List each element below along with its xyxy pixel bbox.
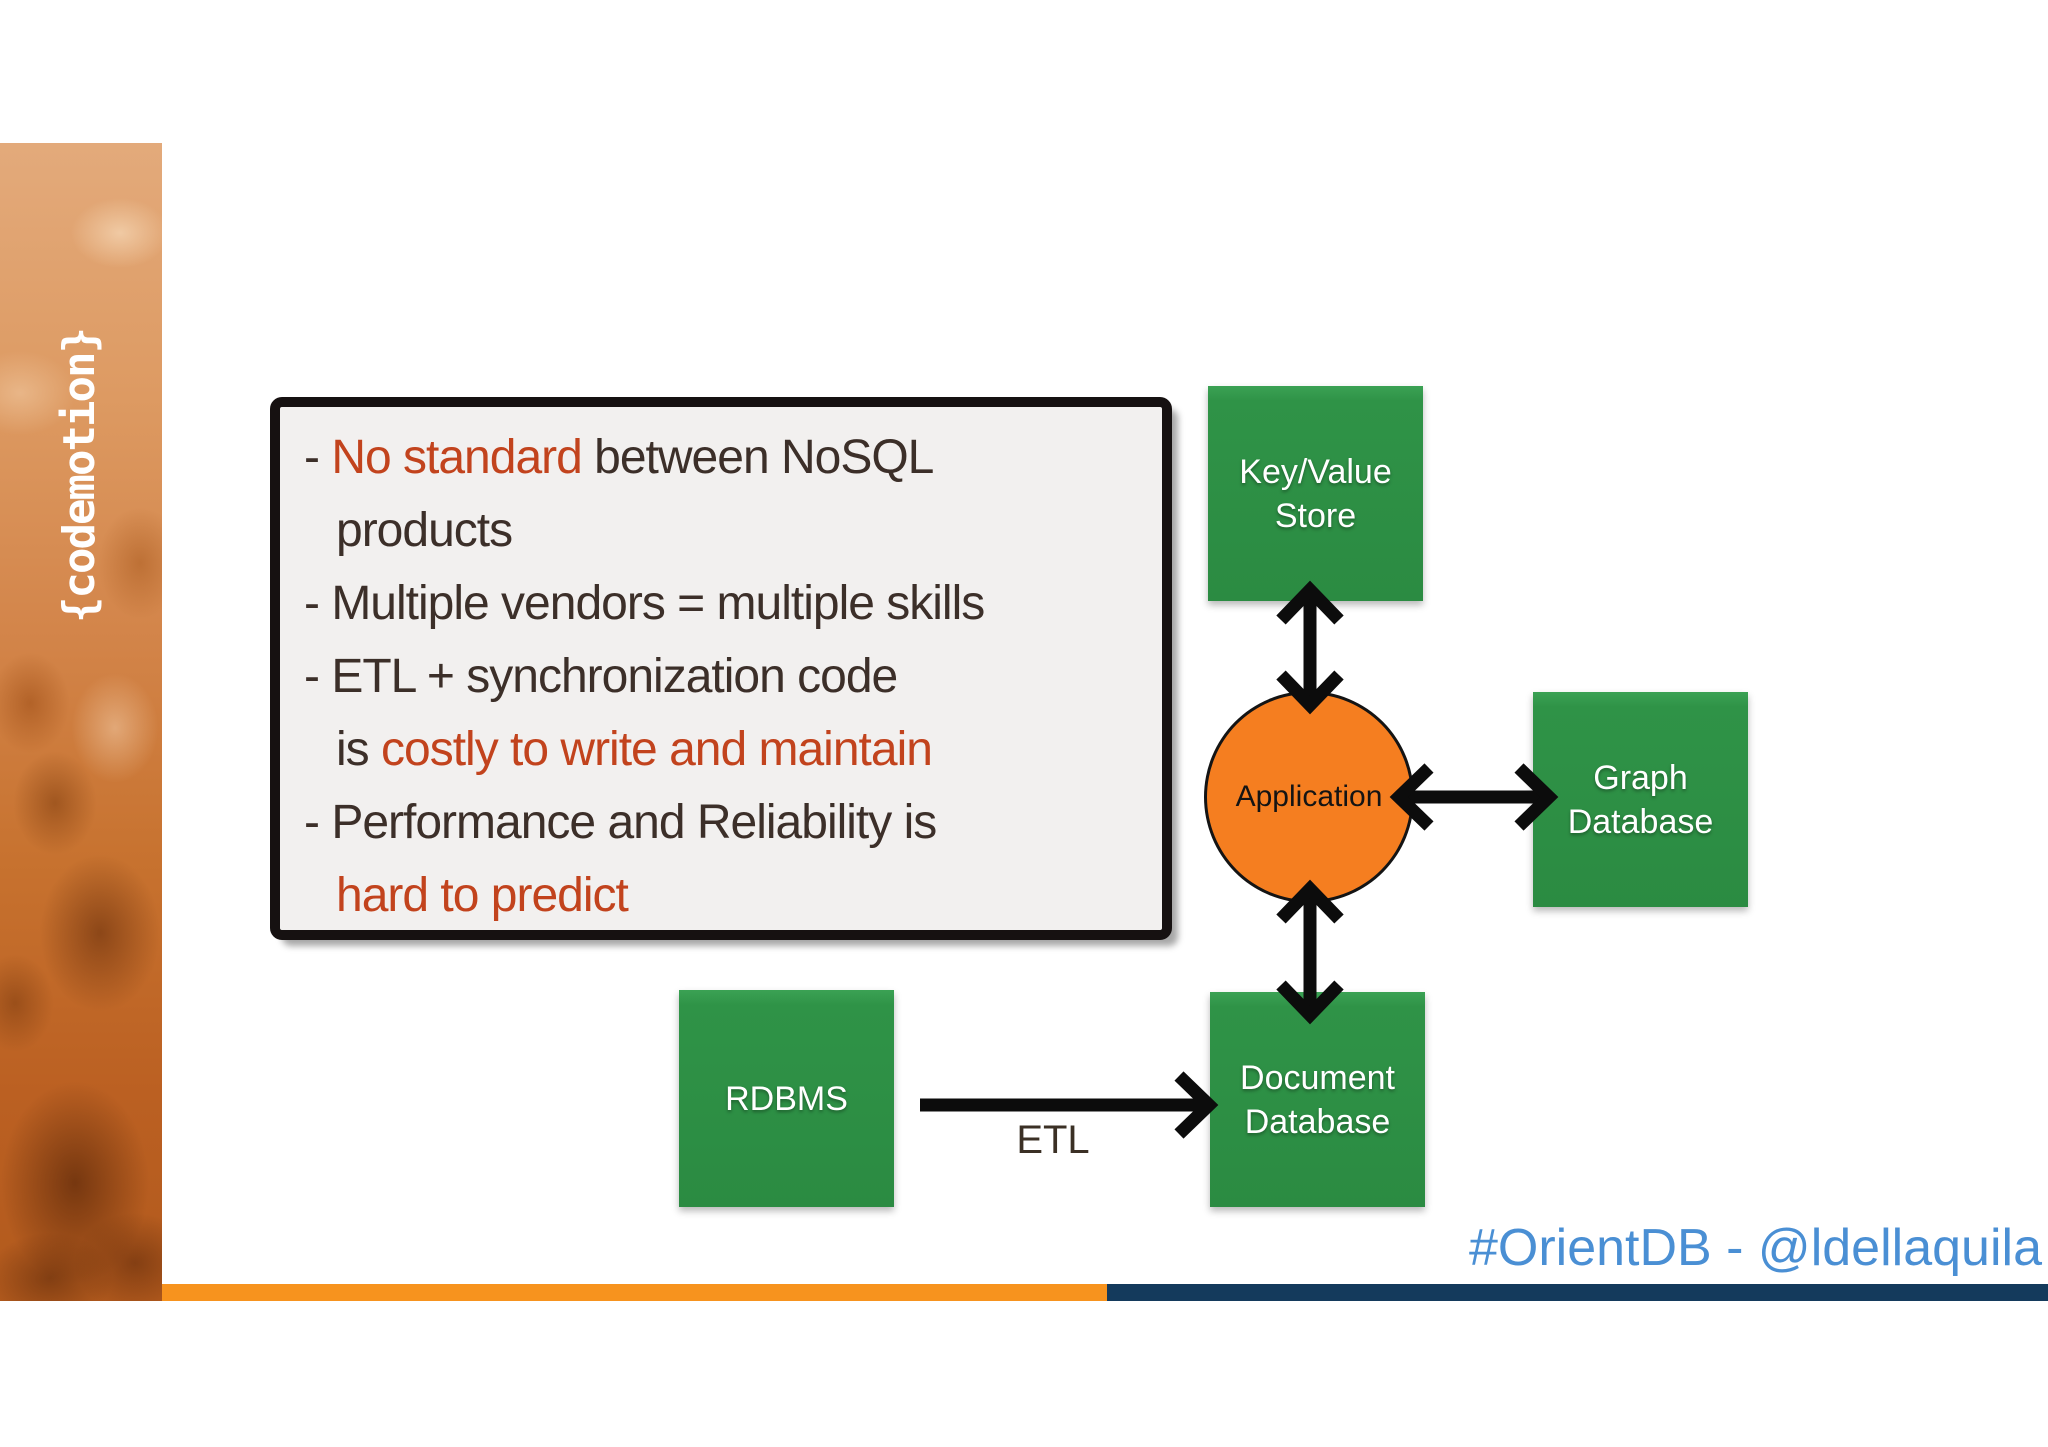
note-line: - Multiple vendors = multiple skills	[304, 567, 1148, 640]
node-graph-database: Graph Database	[1533, 692, 1748, 907]
node-rdbms: RDBMS	[679, 990, 894, 1207]
node-label: Database	[1567, 802, 1714, 841]
arrow-application-graph	[1389, 763, 1559, 831]
sidebar-photo-strip: {codemotion}	[0, 143, 162, 1301]
note-line: - No standard between NoSQL	[304, 421, 1148, 494]
note-segment: No standard	[331, 431, 595, 484]
node-label: RDBMS	[725, 1079, 848, 1118]
node-label: Database	[1244, 1102, 1391, 1141]
node-label: Key/Value	[1239, 452, 1392, 491]
note-box: - No standard between NoSQL products - M…	[270, 397, 1172, 940]
note-segment: - Performance and Reliability is	[304, 796, 937, 849]
node-label: Document	[1240, 1058, 1395, 1097]
footer-handle: #OrientDB - @ldellaquila	[1468, 1219, 2042, 1277]
note-line: - ETL + synchronization code	[304, 640, 1148, 713]
node-document-database: Document Database	[1210, 992, 1425, 1207]
note-segment: -	[304, 431, 332, 484]
bottom-orange-bar	[162, 1284, 1107, 1301]
note-segment: is	[336, 723, 381, 776]
note-segment: - ETL + synchronization code	[304, 650, 898, 703]
node-label: Application	[1235, 780, 1383, 813]
note-segment: between NoSQL	[594, 431, 934, 484]
note-segment: - Multiple vendors = multiple skills	[304, 577, 985, 630]
node-key-value-store: Key/Value Store	[1208, 386, 1423, 601]
note-segment: costly to write and maintain	[381, 723, 933, 776]
note-line: - Performance and Reliability is	[304, 786, 1148, 859]
note-segment: hard to predict	[336, 869, 629, 922]
note-line: products	[304, 494, 1148, 567]
crowd-photo	[0, 143, 162, 1301]
note-line: is costly to write and maintain	[304, 713, 1148, 786]
node-application: Application	[1204, 691, 1414, 903]
codemotion-logo: {codemotion}	[54, 329, 105, 623]
arrow-application-keyvalue	[1276, 580, 1344, 715]
bottom-navy-bar	[1107, 1284, 2048, 1301]
node-label: Graph	[1593, 758, 1688, 797]
note-line: hard to predict	[304, 859, 1148, 932]
node-label: Store	[1274, 496, 1357, 535]
note-segment: products	[336, 504, 513, 557]
etl-label: ETL	[1016, 1118, 1090, 1162]
